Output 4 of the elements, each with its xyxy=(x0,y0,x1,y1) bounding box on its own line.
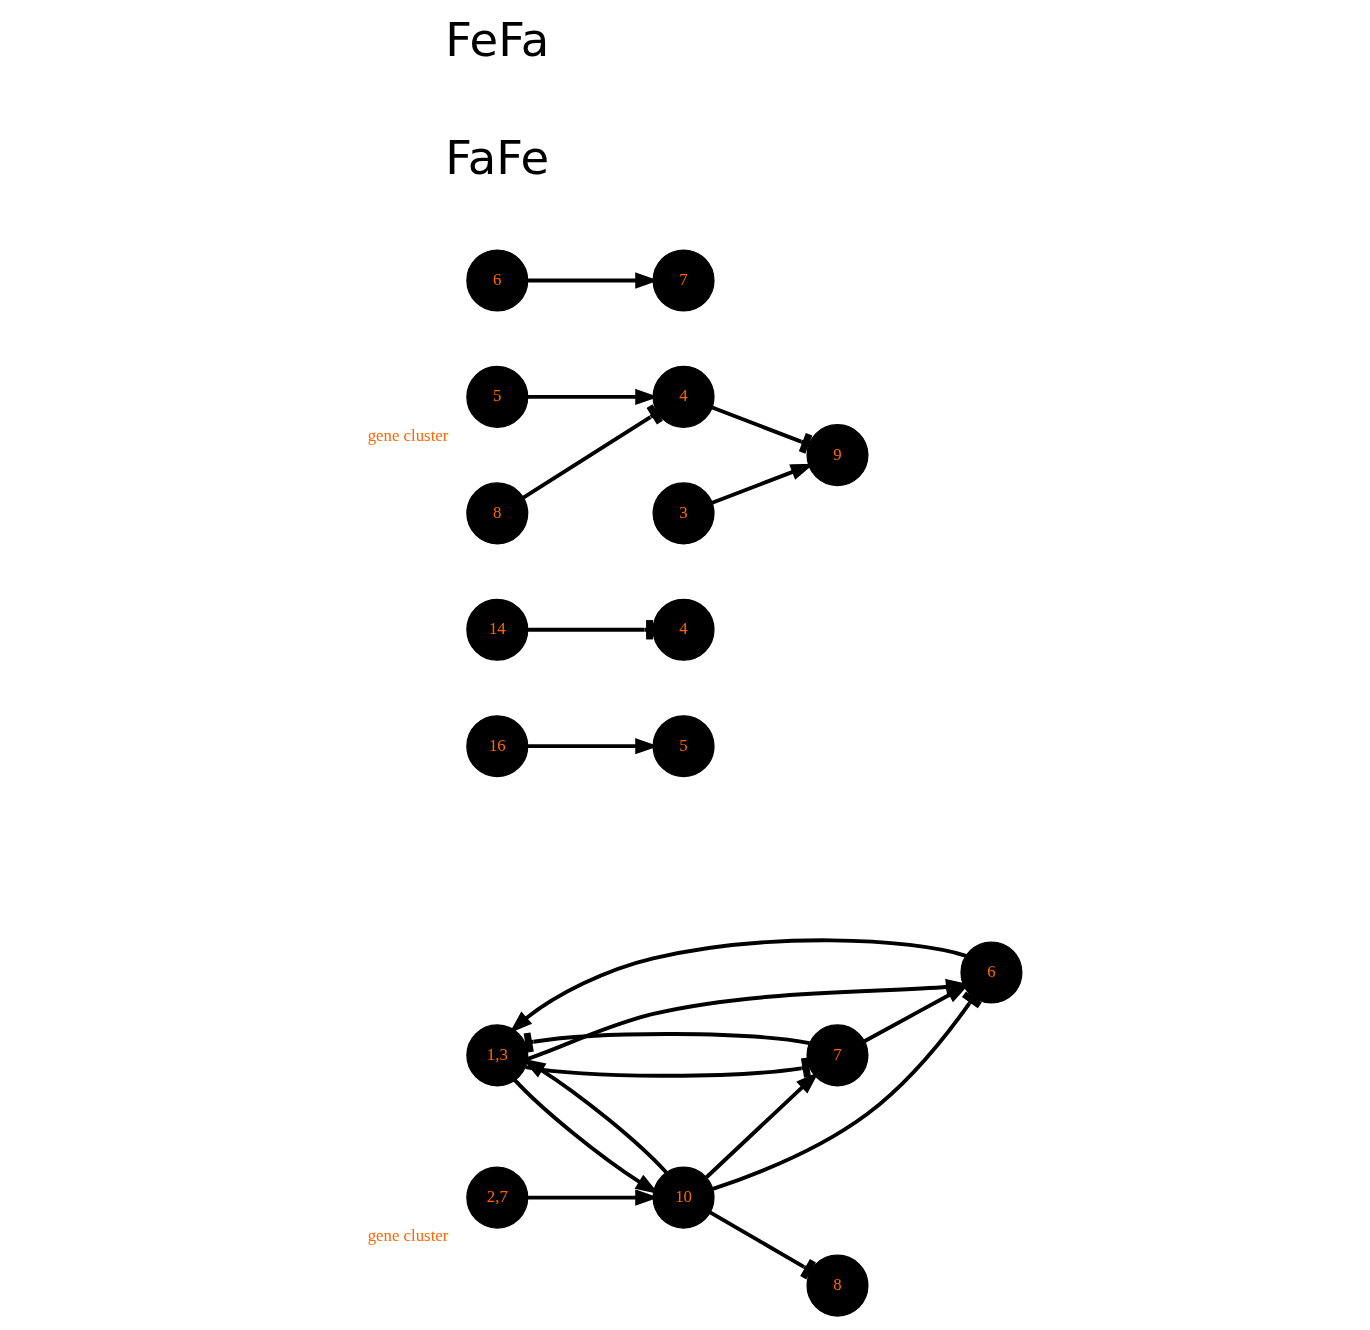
node-label: gene cluster xyxy=(367,1226,448,1246)
label: FaFe xyxy=(444,131,549,186)
node-label: gene cluster xyxy=(367,425,448,445)
label: FeFa xyxy=(444,13,549,68)
